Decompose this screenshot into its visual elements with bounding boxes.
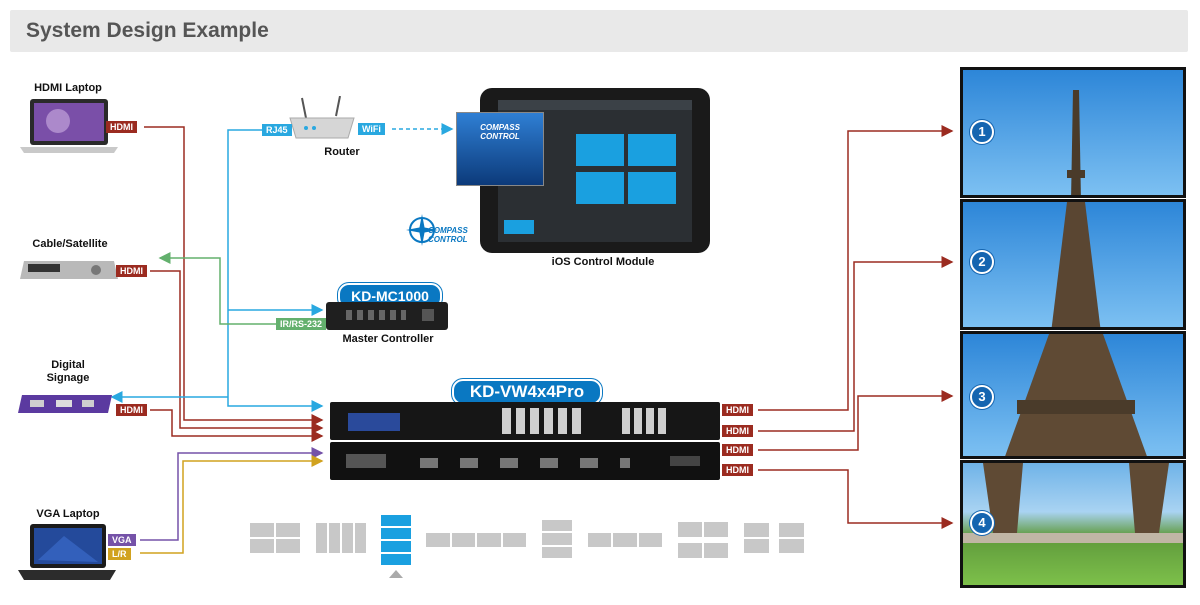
cable-box-image	[20, 261, 118, 279]
eiffel-legs-image	[963, 463, 1183, 543]
vga-line	[140, 447, 324, 541]
output-4-line	[758, 469, 954, 529]
router-label: Router	[324, 146, 360, 158]
output-2-line	[758, 256, 954, 432]
processor-front-panel	[330, 402, 720, 440]
video-wall-panel-3	[960, 331, 1186, 459]
processor-lcd	[348, 413, 400, 431]
output-hdmi-tag-2: HDMI	[722, 425, 753, 437]
ir-control-line	[158, 252, 278, 325]
output-number-2: 2	[970, 250, 994, 274]
eiffel-top-image	[1067, 90, 1085, 195]
eiffel-base-image	[1005, 334, 1147, 456]
layout-mode-three-stacked-icon[interactable]	[542, 520, 572, 558]
layout-mode-stacked-icon-selected[interactable]	[381, 515, 411, 565]
eiffel-mid-image	[1051, 202, 1101, 327]
layout-mode-2x2-icon[interactable]	[250, 523, 300, 553]
signage-hdmi-line	[150, 409, 324, 442]
selected-indicator-icon	[389, 570, 403, 578]
video-wall-panel-1	[960, 67, 1186, 198]
layout-mode-three-row-icon[interactable]	[588, 533, 662, 547]
layout-mode-pair-icon[interactable]	[744, 523, 804, 553]
lr-audio-line	[140, 455, 324, 554]
vga-tag: VGA	[108, 534, 136, 546]
software-license-box: COMPASS CONTROL	[456, 112, 544, 186]
cable-hdmi-line	[150, 270, 324, 434]
hdmi-laptop-label: HDMI Laptop	[34, 82, 102, 94]
cable-satellite-label: Cable/Satellite	[32, 238, 108, 250]
output-3-line	[758, 390, 954, 451]
kd-vw4x4pro-badge: KD-VW4x4Pro	[452, 379, 602, 405]
video-wall-panel-2	[960, 199, 1186, 330]
layout-mode-columns-icon[interactable]	[316, 523, 366, 553]
layout-mode-row-icon[interactable]	[426, 533, 526, 547]
compass-control-logo	[406, 214, 438, 246]
output-number-4: 4	[970, 511, 994, 535]
ios-control-label: iOS Control Module	[551, 256, 655, 268]
hdmi-laptop-line	[144, 126, 324, 426]
master-controller-device	[326, 302, 448, 330]
hdmi-laptop-image	[20, 99, 118, 153]
hdmi-laptop-hdmi-tag: HDMI	[106, 121, 137, 133]
cable-hdmi-tag: HDMI	[116, 265, 147, 277]
ir-rs232-tag: IR/RS-232	[276, 318, 327, 330]
output-1-line	[758, 125, 954, 411]
page-title: System Design Example	[26, 19, 269, 42]
output-number-1: 1	[970, 120, 994, 144]
signage-player-image	[18, 395, 112, 413]
output-number-3: 3	[970, 385, 994, 409]
processor-rear-panel	[330, 442, 720, 480]
header-bar: System Design Example	[10, 10, 1188, 52]
router-image	[289, 96, 355, 139]
vga-laptop-label: VGA Laptop	[36, 508, 100, 520]
ipad-frame	[480, 88, 710, 253]
output-hdmi-tag-1: HDMI	[722, 404, 753, 416]
layout-mode-wide-2x2-icon[interactable]	[678, 522, 728, 558]
video-wall-panel-4	[960, 460, 1186, 588]
rj45-tag: RJ45	[262, 124, 292, 136]
signage-hdmi-tag: HDMI	[116, 404, 147, 416]
output-hdmi-tag-3: HDMI	[722, 444, 753, 456]
wifi-tag: WiFi	[358, 123, 385, 135]
master-controller-label: Master Controller	[342, 333, 434, 345]
output-hdmi-tag-4: HDMI	[722, 464, 753, 476]
license-compass-text: COMPASS CONTROL	[480, 123, 520, 141]
vga-laptop-image	[18, 524, 116, 580]
digital-signage-label: Digital Signage	[46, 359, 90, 384]
rj45-line-switch	[227, 129, 324, 412]
lr-tag: L/R	[108, 548, 131, 560]
compass-logo-text: COMPASS CONTROL	[428, 226, 468, 244]
